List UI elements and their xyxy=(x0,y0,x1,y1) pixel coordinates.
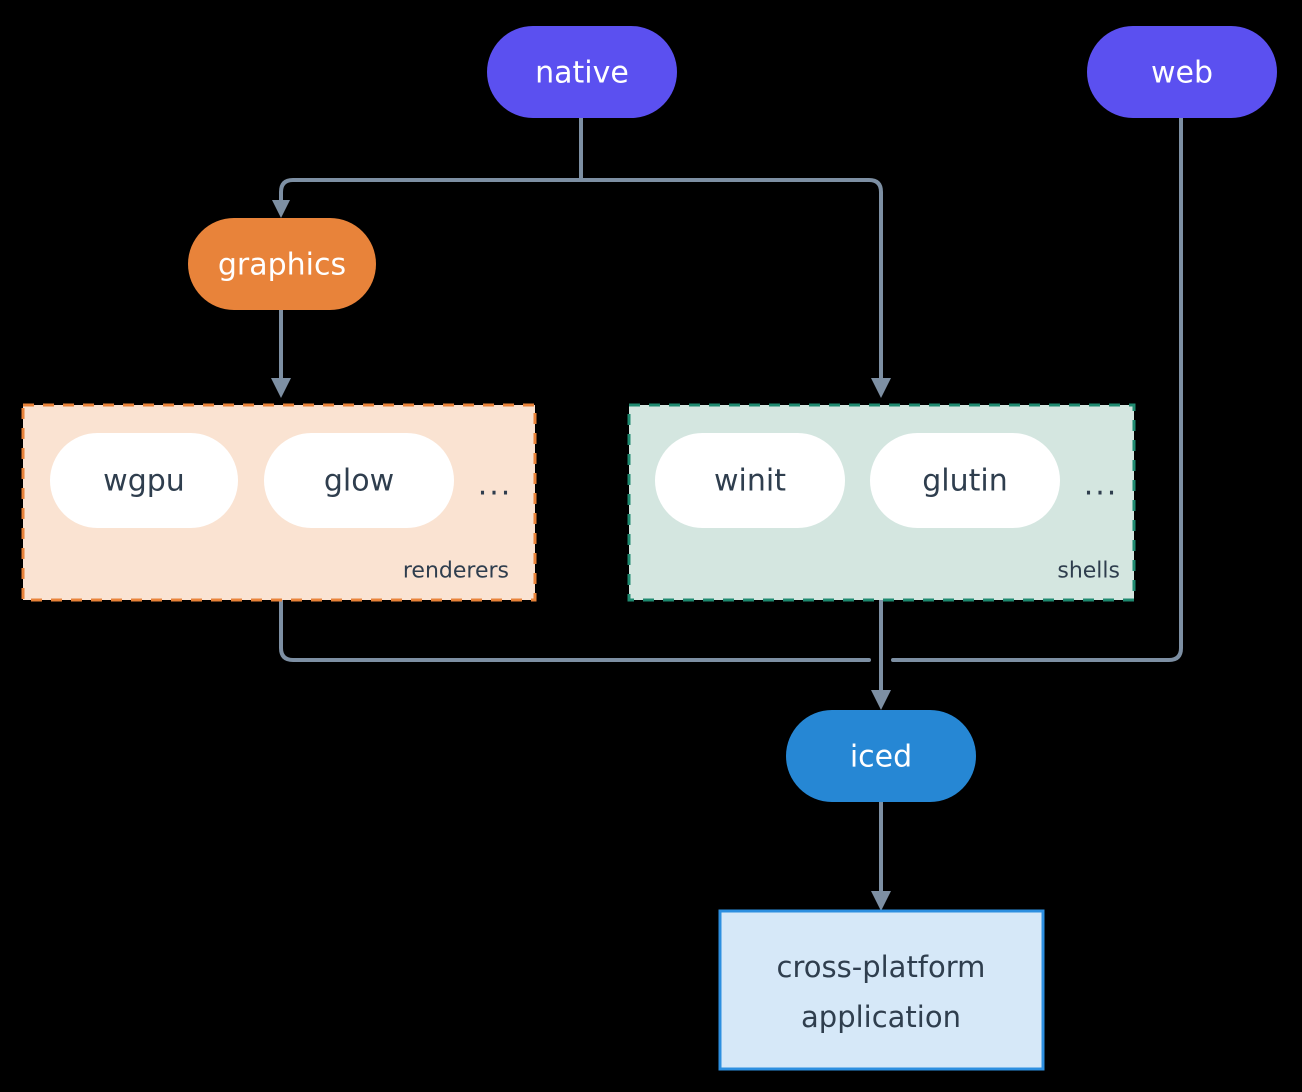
renderers-ellipsis: ... xyxy=(478,468,513,503)
group-shells: winit glutin ... shells xyxy=(627,403,1136,602)
shell-pill-winit-label: winit xyxy=(714,464,786,499)
edge-web-to-iced xyxy=(891,116,1183,662)
renderer-pill-wgpu-label: wgpu xyxy=(103,464,185,499)
edge-native-to-shells xyxy=(579,178,883,384)
edge-renderers-to-iced xyxy=(279,598,871,662)
node-web[interactable]: web xyxy=(1087,26,1277,118)
node-graphics-shape[interactable] xyxy=(188,218,376,310)
node-application-label-line-2: application xyxy=(801,1000,961,1034)
shell-pill-winit[interactable] xyxy=(655,433,845,528)
node-web-label: web xyxy=(1151,56,1213,91)
arrowhead-iced-to-application xyxy=(871,891,891,911)
arrowhead-native-to-graphics xyxy=(272,200,290,218)
renderer-pill-glow-label: glow xyxy=(324,464,394,499)
shells-caption: shells xyxy=(1057,559,1120,584)
shells-ellipsis: ... xyxy=(1084,468,1119,503)
arrowhead-native-to-shells xyxy=(871,378,891,398)
node-iced-label: iced xyxy=(850,740,912,775)
node-application-label-line-1: cross-platform xyxy=(777,950,986,984)
node-graphics-label: graphics xyxy=(218,248,346,283)
node-native-label: native xyxy=(535,56,629,91)
edge-layer xyxy=(271,116,1183,911)
edge-native-to-graphics xyxy=(279,178,583,207)
node-web-shape[interactable] xyxy=(1087,26,1277,118)
node-graphics[interactable]: graphics xyxy=(188,218,376,310)
arrowhead-merge-to-iced xyxy=(871,690,891,710)
node-native[interactable]: native xyxy=(487,26,677,118)
renderer-pill-wgpu[interactable] xyxy=(50,433,238,528)
node-native-shape[interactable] xyxy=(487,26,677,118)
node-application[interactable]: cross-platform application xyxy=(718,909,1045,1071)
group-renderers: wgpu glow ... renderers xyxy=(21,403,537,602)
shell-pill-glutin-label: glutin xyxy=(922,464,1008,499)
node-iced-shape[interactable] xyxy=(786,710,976,802)
renderers-caption: renderers xyxy=(403,559,509,584)
shell-pill-glutin[interactable] xyxy=(870,433,1060,528)
renderer-pill-glow[interactable] xyxy=(264,433,454,528)
arrowhead-graphics-to-renderers xyxy=(271,378,291,398)
node-iced[interactable]: iced xyxy=(786,710,976,802)
node-application-shape[interactable] xyxy=(718,909,1045,1071)
